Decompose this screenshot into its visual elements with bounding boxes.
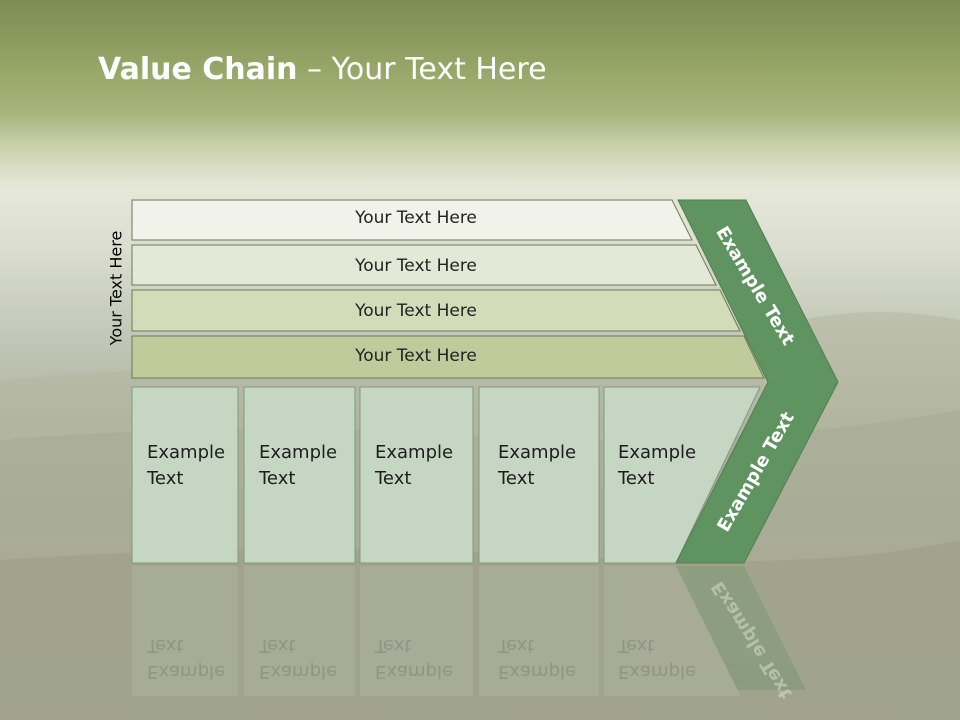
bar-1 [131,199,693,241]
page-title: Value Chain – Your Text Here [98,52,547,87]
chevron-arrow [675,199,839,564]
box-2 [243,386,356,564]
bar-3 [131,289,741,332]
box-4 [478,386,600,564]
bar-4-label: Your Text Here [355,346,477,366]
bar-2 [131,244,717,286]
bar-1-label: Your Text Here [355,208,477,228]
chevron-reflection [676,566,806,690]
box-3 [359,386,474,564]
box-1 [131,386,239,564]
bar-4 [131,335,765,379]
title-rest: – Your Text Here [297,52,547,87]
reflection [132,566,740,696]
bar-3-label: Your Text Here [355,301,477,321]
title-bold: Value Chain [98,52,298,87]
bar-2-label: Your Text Here [355,256,477,276]
